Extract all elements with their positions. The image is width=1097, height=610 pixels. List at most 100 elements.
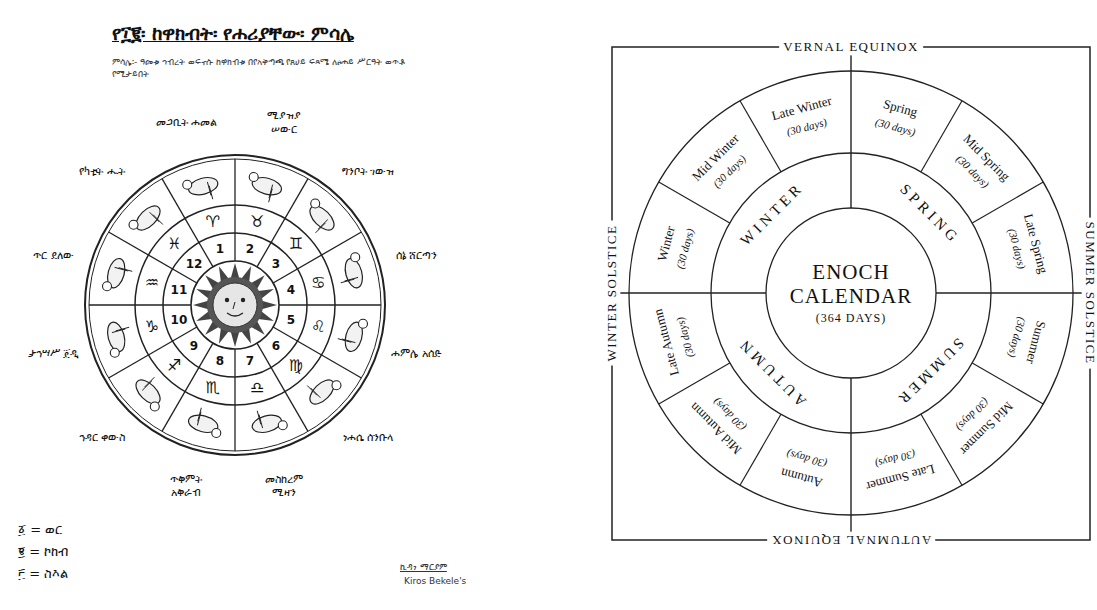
month-sign-name: የካቲት ሑት (71, 165, 133, 179)
callout-number: 8 (216, 355, 224, 367)
month-sign-name: ኅዳር ቀውስ (71, 431, 133, 445)
season-marker: SUMMER SOLSTICE (1082, 218, 1097, 369)
zodiac-figure (115, 267, 129, 271)
zodiac-symbol: ♓ (167, 236, 181, 252)
month-segment: Late Winter(30 days) (770, 93, 838, 142)
callout-number: 11 (171, 284, 188, 296)
season-marker: SUMMER SOLSTICE (1082, 222, 1097, 365)
zodiac-figure (249, 173, 258, 182)
zodiac-divider (279, 304, 381, 305)
zodiac-symbol: ♉ (250, 214, 264, 230)
zodiac-figure (197, 412, 201, 426)
zodiac-figure (318, 220, 328, 230)
zodiac-symbol: ♋ (311, 275, 325, 291)
season-name: SUMMER (893, 335, 968, 410)
season-band: AUTUMN (734, 335, 809, 410)
zodiac-symbol: ♎ (250, 380, 264, 396)
callout-number: 10 (171, 314, 188, 326)
callout-number: 4 (287, 284, 295, 296)
zodiac-figure (207, 182, 211, 196)
key-line: ፪ = ኮከብ (18, 544, 68, 560)
zodiac-symbol: ♐ (167, 358, 181, 374)
zodiac-figure (198, 408, 202, 422)
callout-number: 3 (272, 258, 280, 270)
sun-ray (231, 263, 239, 278)
month-sign-name: ጥቅምት አቅራብ (155, 473, 217, 501)
month-segment: Mid Autumn(30 days) (687, 386, 758, 457)
key-line: ፫ = ስእል (18, 566, 68, 582)
season-band: WINTER (737, 179, 807, 249)
month-segment: Autumn(30 days) (779, 447, 829, 491)
season-marker: WINTER SOLSTICE (604, 225, 620, 362)
zodiac-figure (316, 223, 326, 233)
zodiac-figure (153, 215, 163, 225)
month-sign-name: መጋቢት ሐመል (155, 117, 217, 131)
zodiac-figure (269, 185, 273, 199)
zodiac-figure (132, 376, 165, 409)
zodiac-symbol: ♈ (206, 214, 220, 230)
month-sign-name: ጥቅምት አቅራብ (155, 473, 217, 501)
callout-number: 1 (216, 243, 224, 255)
month-segment: Mid Winter(30 days) (689, 131, 756, 198)
axis-line (850, 47, 851, 208)
note: ምሳሌ፡- ዓመቱ ኅብረት ወፍኖሱ ከዋክብቱ በየአቅጣጫ የጸሀይ ፍጻ… (112, 56, 422, 80)
season-band: SUMMER (893, 335, 968, 410)
month-sign-name: ሐምሌ አሰድ (386, 347, 448, 361)
zodiac-symbol: ♉ (250, 214, 264, 230)
zodiac-figure (341, 279, 355, 283)
sun-disc (207, 277, 263, 333)
zodiac-figure (345, 277, 359, 281)
month-sign-name: ሐምሌ አሰድ (386, 347, 448, 361)
month-sign-name: መስከረም ሚዛን (253, 473, 315, 501)
zodiac-figure (358, 319, 367, 328)
sun-nose (233, 302, 235, 309)
season-marker: WINTER SOLSTICE (604, 221, 620, 366)
zodiac-outer-ring (85, 155, 385, 455)
zodiac-figure (351, 253, 360, 262)
zodiac-figure (306, 376, 339, 409)
zodiac-figure (150, 402, 159, 411)
sun-eye (225, 298, 229, 302)
zodiac-symbol: ♍ (289, 358, 303, 374)
day-count: (364 DAYS) (776, 311, 926, 326)
month-sign-name: ጥር ደለው (22, 249, 84, 263)
zodiac-symbol: ♌ (311, 319, 325, 335)
callout-number: 2 (246, 243, 254, 255)
zodiac-symbol: ♒ (145, 275, 159, 291)
callout-number: 11 (171, 284, 188, 296)
frame (612, 47, 1090, 540)
key-line: ፩ = ወር (18, 522, 62, 538)
month-segment: Winter(30 days) (654, 222, 697, 271)
month-sign-name: ታኅሣሥ ጀዲ (22, 347, 84, 361)
zodiac-divider (234, 159, 235, 261)
season-name: AUTUMN (734, 335, 809, 410)
zodiac-figure (132, 202, 165, 235)
zodiac-figure (257, 411, 261, 425)
season-marker: AUTUMNAL EQUINOX (767, 532, 935, 548)
zodiac-figure (103, 282, 112, 291)
month-sign-name: ሰኔ ሸርጣን (386, 249, 448, 263)
callout-number: 4 (287, 284, 295, 296)
month-segment: Late Autumn(30 days) (650, 303, 700, 378)
axis-line (850, 378, 851, 540)
axis-line (612, 292, 766, 293)
callout-number: 9 (190, 340, 198, 352)
season-marker: VERNAL EQUINOX (779, 39, 923, 55)
title: የ፲፪፡ ከዋክብት፡ የሐሪያቸው፡ ምሳሌ (112, 22, 354, 45)
sun-ray (262, 301, 277, 309)
zodiac-symbol: ♊ (289, 236, 303, 252)
zodiac-divider (234, 349, 235, 451)
month-sign-name: ግንቦት ገውዝ (337, 165, 399, 179)
zodiac-figure (306, 202, 339, 235)
zodiac-figure (142, 381, 152, 391)
zodiac-figure (212, 428, 221, 437)
signature: Kiros Bekele's (404, 576, 466, 586)
callout-number: 1 (216, 243, 224, 255)
sun-eye (241, 298, 245, 302)
callout-number: 6 (272, 340, 280, 352)
zodiac-symbol: ♈ (206, 214, 220, 230)
signature: Kiros Bekele's (404, 576, 466, 586)
zodiac-figure (311, 199, 320, 208)
